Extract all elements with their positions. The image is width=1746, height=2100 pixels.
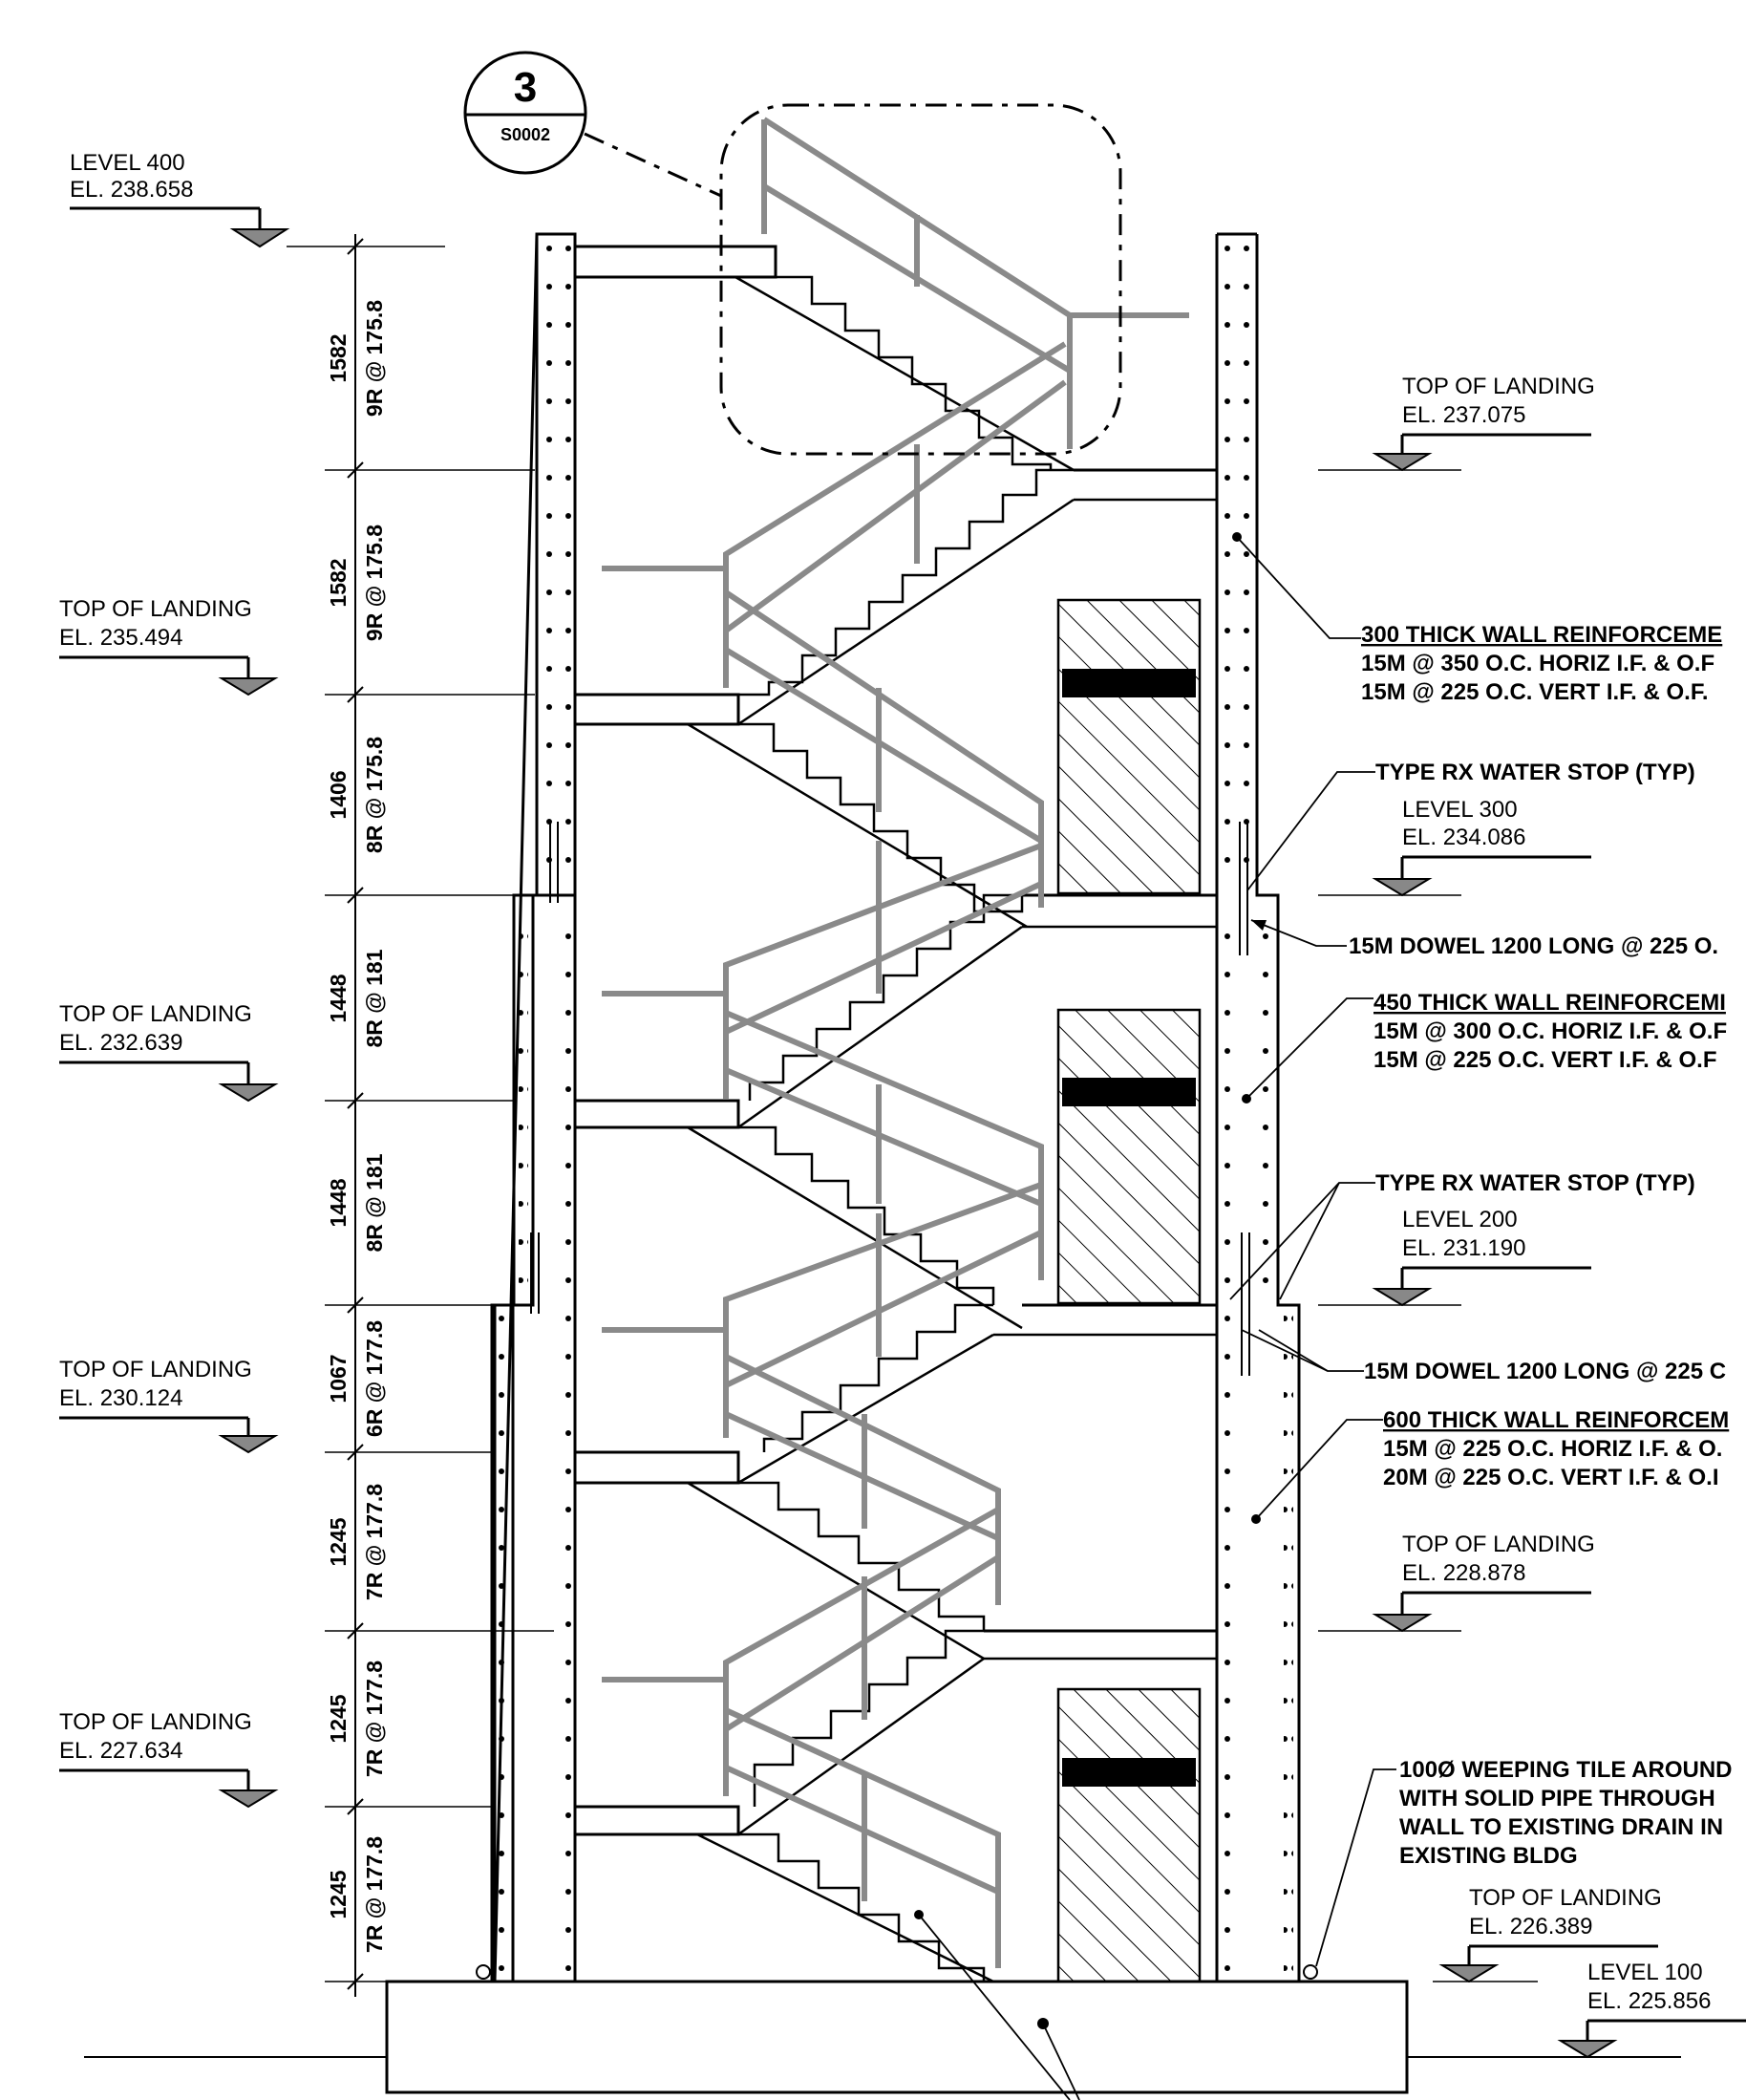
dim-7-risers: 7R @ 177.8	[362, 1484, 387, 1600]
floor-slabs	[575, 245, 1217, 1836]
landing-227634-marker: TOP OF LANDING EL. 227.634	[59, 1709, 279, 1809]
svg-text:300 THICK WALL REINFORCEME: 300 THICK WALL REINFORCEME	[1361, 622, 1722, 648]
landing-228878-marker: TOP OF LANDING EL. 228.878	[1318, 1532, 1595, 1633]
svg-text:EXISTING BLDG: EXISTING BLDG	[1399, 1843, 1578, 1869]
dim-4-height: 1448	[326, 974, 351, 1022]
svg-text:EL. 226.389: EL. 226.389	[1469, 1914, 1592, 1939]
svg-text:TOP OF LANDING: TOP OF LANDING	[59, 1357, 252, 1382]
dim-7-height: 1245	[326, 1517, 351, 1566]
svg-text:TYPE RX WATER STOP (TYP): TYPE RX WATER STOP (TYP)	[1375, 760, 1695, 785]
level-300-marker: LEVEL 300 EL. 234.086	[1318, 797, 1591, 897]
svg-text:EL. 237.075: EL. 237.075	[1402, 402, 1525, 428]
right-wall	[1215, 232, 1318, 1982]
notes: 300 THICK WALL REINFORCEME 15M @ 350 O.C…	[914, 532, 1733, 2100]
svg-text:15M @ 300 O.C. HORIZ I.F. & O.: 15M @ 300 O.C. HORIZ I.F. & O.F	[1373, 1018, 1727, 1044]
dim-2-risers: 9R @ 175.8	[362, 525, 387, 641]
svg-text:EL. 227.634: EL. 227.634	[59, 1738, 182, 1764]
svg-text:EL. 228.878: EL. 228.878	[1402, 1560, 1525, 1586]
svg-text:EL. 231.190: EL. 231.190	[1402, 1235, 1525, 1261]
dim-6-risers: 6R @ 177.8	[362, 1320, 387, 1437]
svg-text:15M DOWEL 1200 LONG @ 225 C: 15M DOWEL 1200 LONG @ 225 C	[1364, 1359, 1726, 1384]
svg-text:TOP OF LANDING: TOP OF LANDING	[1469, 1885, 1662, 1911]
svg-text:EL. 235.494: EL. 235.494	[59, 625, 182, 651]
dim-1-height: 1582	[326, 333, 351, 382]
stair-flights	[687, 275, 1217, 1983]
svg-text:TOP OF LANDING: TOP OF LANDING	[1402, 374, 1595, 399]
callout-sheet: S0002	[500, 125, 550, 144]
svg-text:TOP OF LANDING: TOP OF LANDING	[1402, 1532, 1595, 1557]
dim-4-risers: 8R @ 181	[362, 949, 387, 1047]
svg-text:EL. 234.086: EL. 234.086	[1402, 825, 1525, 850]
svg-text:EL. 230.124: EL. 230.124	[59, 1385, 182, 1411]
landing-226389-marker: TOP OF LANDING EL. 226.389	[1433, 1885, 1662, 1983]
dim-9-height: 1245	[326, 1870, 351, 1918]
svg-text:TOP OF LANDING: TOP OF LANDING	[59, 1001, 252, 1027]
level-100-marker: LEVEL 100 EL. 225.856	[1490, 1960, 1746, 2059]
svg-text:15M @ 225 O.C. HORIZ I.F. & O.: 15M @ 225 O.C. HORIZ I.F. & O.	[1383, 1436, 1722, 1462]
svg-text:LEVEL 100: LEVEL 100	[1587, 1960, 1703, 1985]
svg-text:EL. 225.856: EL. 225.856	[1587, 1988, 1711, 2014]
elevation-markers-right: TOP OF LANDING EL. 237.075 LEVEL 300 EL.…	[1318, 374, 1746, 2059]
elevation-markers-left: LEVEL 400 EL. 238.658 TOP OF LANDING EL.…	[59, 150, 290, 1809]
dim-5-height: 1448	[326, 1178, 351, 1227]
svg-text:TOP OF LANDING: TOP OF LANDING	[59, 596, 252, 622]
dim-2-height: 1582	[326, 558, 351, 607]
dim-8-risers: 7R @ 177.8	[362, 1661, 387, 1777]
landing-237075-marker: TOP OF LANDING EL. 237.075	[1318, 374, 1595, 472]
svg-text:EL. 232.639: EL. 232.639	[59, 1030, 182, 1056]
dim-3-risers: 8R @ 175.8	[362, 737, 387, 853]
svg-text:LEVEL 200: LEVEL 200	[1402, 1207, 1518, 1232]
svg-text:EL. 238.658: EL. 238.658	[70, 177, 193, 203]
detail-callout: 3 S0002	[463, 51, 1122, 456]
callout-number: 3	[514, 64, 537, 111]
svg-text:20M @ 225 O.C. VERT I.F. & O.I: 20M @ 225 O.C. VERT I.F. & O.I	[1383, 1465, 1719, 1490]
svg-text:TOP OF LANDING: TOP OF LANDING	[59, 1709, 252, 1735]
svg-text:TYPE RX WATER STOP (TYP): TYPE RX WATER STOP (TYP)	[1375, 1170, 1695, 1196]
landing-230124-marker: TOP OF LANDING EL. 230.124	[59, 1357, 279, 1454]
landing-235494-marker: TOP OF LANDING EL. 235.494	[59, 596, 279, 696]
dimension-string: 1582 9R @ 175.8 1582 9R @ 175.8 1406 8R …	[287, 234, 554, 1997]
svg-text:LEVEL 400: LEVEL 400	[70, 150, 185, 176]
landing-232639-marker: TOP OF LANDING EL. 232.639	[59, 1001, 279, 1103]
dim-6-height: 1067	[326, 1354, 351, 1403]
dim-5-risers: 8R @ 181	[362, 1153, 387, 1252]
svg-text:450 THICK WALL REINFORCEMI: 450 THICK WALL REINFORCEMI	[1373, 990, 1726, 1016]
svg-text:600 THICK WALL REINFORCEM: 600 THICK WALL REINFORCEM	[1383, 1407, 1729, 1433]
svg-text:LEVEL 300: LEVEL 300	[1402, 797, 1518, 823]
level-400-marker: LEVEL 400 EL. 238.658	[70, 150, 290, 248]
dim-1-risers: 9R @ 175.8	[362, 300, 387, 417]
dim-9-risers: 7R @ 177.8	[362, 1836, 387, 1953]
dim-8-height: 1245	[326, 1694, 351, 1743]
dim-3-height: 1406	[326, 770, 351, 819]
svg-text:15M @ 225 O.C. VERT I.F. & O.F: 15M @ 225 O.C. VERT I.F. & O.F	[1373, 1047, 1716, 1073]
level-200-marker: LEVEL 200 EL. 231.190	[1318, 1207, 1591, 1307]
svg-text:15M @ 225 O.C. VERT I.F. & O.F: 15M @ 225 O.C. VERT I.F. & O.F.	[1361, 679, 1709, 705]
left-wall	[476, 232, 577, 1983]
wall-openings	[1056, 598, 1202, 1983]
footing	[385, 1980, 1409, 2094]
svg-text:WITH SOLID PIPE THROUGH: WITH SOLID PIPE THROUGH	[1399, 1786, 1715, 1811]
svg-text:WALL TO EXISTING DRAIN IN: WALL TO EXISTING DRAIN IN	[1399, 1814, 1723, 1840]
svg-text:15M @ 350 O.C. HORIZ I.F. & O.: 15M @ 350 O.C. HORIZ I.F. & O.F	[1361, 651, 1714, 676]
handrails	[602, 117, 1189, 1968]
svg-text:100Ø WEEPING TILE AROUND: 100Ø WEEPING TILE AROUND	[1399, 1757, 1733, 1783]
svg-text:15M DOWEL 1200 LONG @ 225 O.: 15M DOWEL 1200 LONG @ 225 O.	[1349, 933, 1718, 959]
